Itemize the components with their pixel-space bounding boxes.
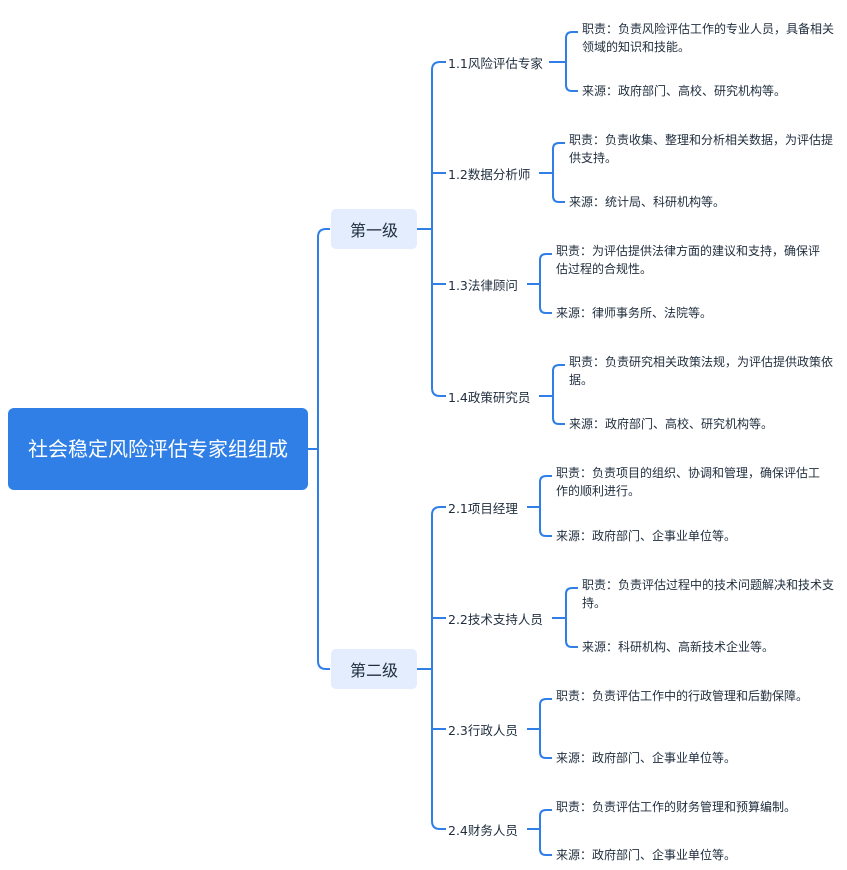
connector [565,587,578,648]
connector [539,809,552,856]
role-node[interactable]: 2.1项目经理 [448,501,518,516]
level-node-1[interactable]: 第一级 [331,209,417,249]
connector [431,506,446,830]
connector [431,61,446,397]
level-label: 第一级 [349,221,398,240]
role-source: 来源：政府部门、企事业单位等。 [556,529,737,543]
role-source: 来源：政府部门、企事业单位等。 [556,751,737,765]
connector [552,142,565,203]
role-source: 来源：政府部门、高校、研究机构等。 [582,84,787,98]
role-source: 来源：政府部门、企事业单位等。 [556,848,737,862]
role-duty: 职责：负责风险评估工作的专业人员，具备相关领域的知识和技能。 [582,22,835,54]
role-source: 来源：统计局、科研机构等。 [569,195,726,209]
role-duty: 职责：负责评估工作的财务管理和预算编制。 [556,800,797,814]
role-duty: 职责：负责评估工作中的行政管理和后勤保障。 [556,689,809,703]
role-node[interactable]: 1.2数据分析师 [448,167,531,182]
role-duty: 职责：负责研究相关政策法规，为评估提供政策依据。 [569,355,834,387]
connector [539,253,552,314]
connector [317,228,330,670]
role-node[interactable]: 1.4政策研究员 [448,390,531,405]
role-node[interactable]: 2.2技术支持人员 [448,612,543,627]
role-node[interactable]: 2.4财务人员 [448,823,518,838]
role-source: 来源：科研机构、高新技术企业等。 [582,640,775,654]
role-duty: 职责：负责项目的组织、协调和管理，确保评估工作的顺利进行。 [556,466,821,498]
role-duty: 职责：负责收集、整理和分析相关数据，为评估提供支持。 [569,133,834,165]
connector [565,31,578,92]
role-node[interactable]: 1.3法律顾问 [448,278,518,293]
role-source: 来源：律师事务所、法院等。 [556,306,713,320]
connector [539,698,552,759]
level-node-2[interactable]: 第二级 [331,649,417,689]
role-duty: 职责：负责评估过程中的技术问题解决和技术支持。 [582,578,835,610]
connector [552,364,565,425]
root-title: 社会稳定风险评估专家组组成 [28,437,288,461]
role-node[interactable]: 2.3行政人员 [448,723,518,738]
role-duty: 职责：为评估提供法律方面的建议和支持，确保评估过程的合规性。 [556,244,821,276]
root-node[interactable]: 社会稳定风险评估专家组组成 [8,408,308,490]
level-label: 第二级 [349,661,398,680]
connector [539,475,552,537]
role-source: 来源：政府部门、高校、研究机构等。 [569,417,774,431]
role-node[interactable]: 1.1风险评估专家 [448,56,543,71]
